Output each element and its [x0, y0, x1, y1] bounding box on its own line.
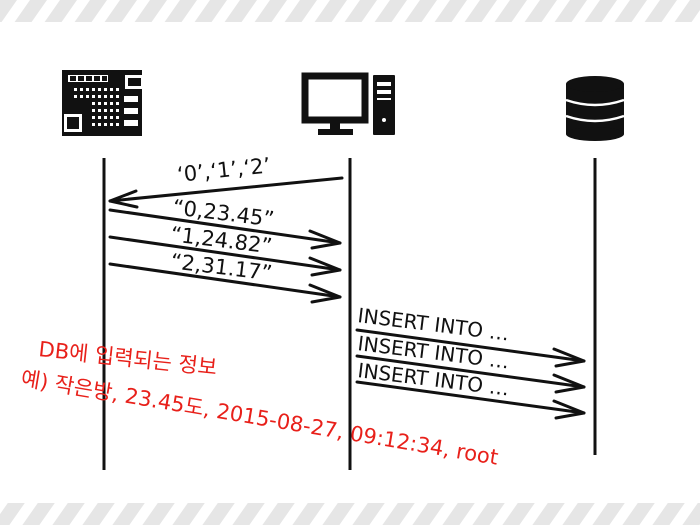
message-arrow-data-1: [108, 235, 342, 277]
desktop-computer-icon: [301, 72, 395, 135]
message-arrow-insert-0: [355, 328, 586, 368]
message-arrow-insert-2: [355, 380, 586, 420]
microcontroller-board-icon: [62, 70, 144, 136]
bottom-stripe-band: [0, 503, 700, 525]
message-arrow-insert-1: [355, 354, 586, 394]
message-arrow-request: [108, 176, 344, 209]
database-icon: [565, 76, 625, 141]
message-arrow-data-0: [108, 208, 342, 250]
message-label-request: ‘0’,‘1’,‘2’: [176, 153, 271, 187]
top-stripe-band: [0, 0, 700, 22]
message-arrow-data-2: [108, 262, 342, 304]
